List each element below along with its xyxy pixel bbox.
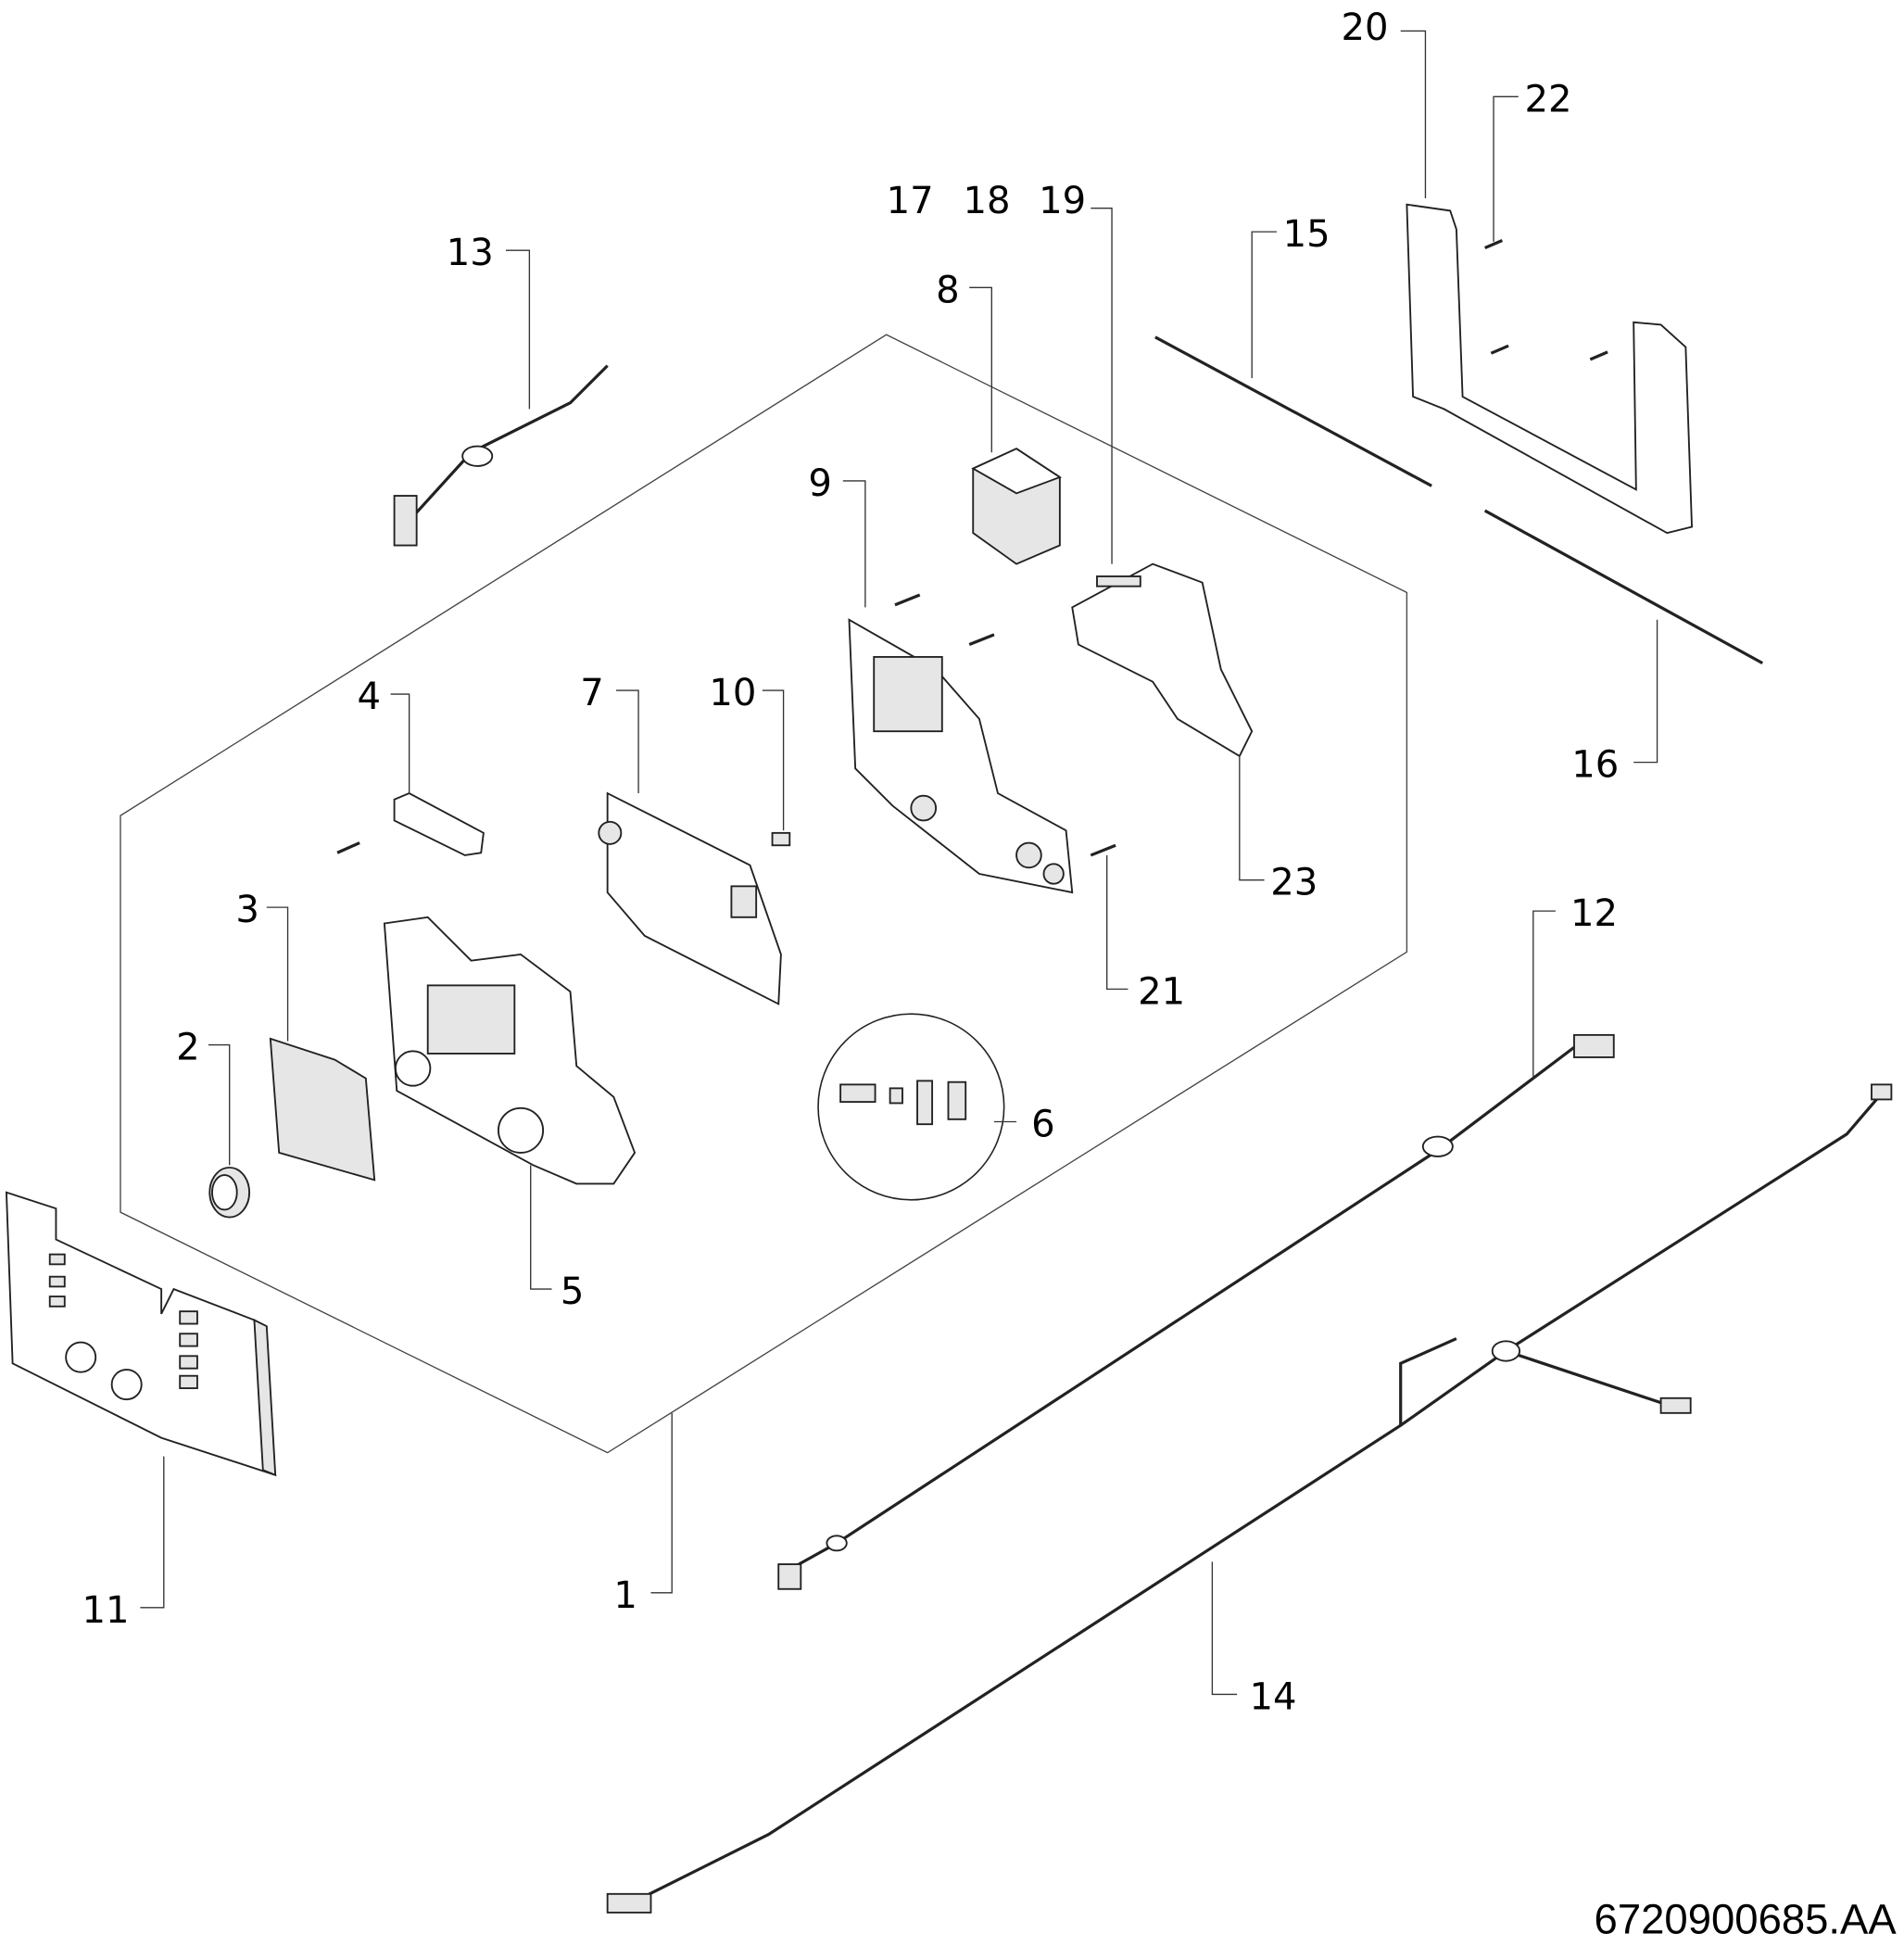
callout-2: 2 [176, 1027, 200, 1069]
part-4-bracket [336, 792, 485, 856]
part-10-component [771, 831, 791, 847]
part-21-screw [1090, 843, 1116, 857]
drawing-code: 6720900685.AA [1595, 1896, 1898, 1943]
callout-10: 10 [709, 672, 756, 714]
callout-23: 23 [1270, 862, 1318, 904]
part-13-harness [393, 364, 609, 547]
callout-14: 14 [1250, 1676, 1297, 1719]
callout-8: 8 [936, 269, 960, 311]
callout-5: 5 [561, 1270, 585, 1313]
part-16-rod [1483, 509, 1764, 665]
callout-3: 3 [235, 889, 259, 931]
callout-15: 15 [1283, 213, 1330, 256]
callout-7: 7 [580, 672, 604, 714]
callout-20: 20 [1342, 6, 1389, 49]
part-7-pcb [598, 791, 782, 1005]
part-14-harness [606, 1083, 1893, 1914]
part-15-rod [1154, 335, 1432, 487]
callout-22: 22 [1524, 78, 1571, 120]
callout-18: 18 [964, 180, 1011, 222]
leader-lines [140, 30, 1658, 1696]
callout-19: 19 [1039, 180, 1086, 222]
callout-17: 17 [887, 180, 934, 222]
part-6-connectors [817, 1013, 1005, 1201]
callout-1: 1 [613, 1574, 637, 1617]
part-11-front-panel [5, 1191, 277, 1477]
callout-13: 13 [447, 232, 494, 274]
part-20-frame [1406, 203, 1693, 535]
part-5-housing [383, 916, 637, 1185]
part-8-transformer [971, 448, 1062, 565]
part-2-knob [208, 1167, 251, 1219]
part-3-cover [269, 1037, 376, 1182]
part-9-frame [848, 593, 1074, 894]
part-23-holder [1071, 562, 1254, 758]
callout-11: 11 [82, 1589, 130, 1632]
callout-12: 12 [1570, 892, 1618, 935]
callout-9: 9 [808, 462, 832, 505]
callout-4: 4 [357, 676, 381, 718]
part-12-cable [777, 1033, 1615, 1590]
callout-16: 16 [1571, 744, 1619, 787]
callout-21: 21 [1138, 970, 1185, 1013]
assembly-1-outline [120, 334, 1408, 1454]
callout-6: 6 [1031, 1104, 1055, 1146]
